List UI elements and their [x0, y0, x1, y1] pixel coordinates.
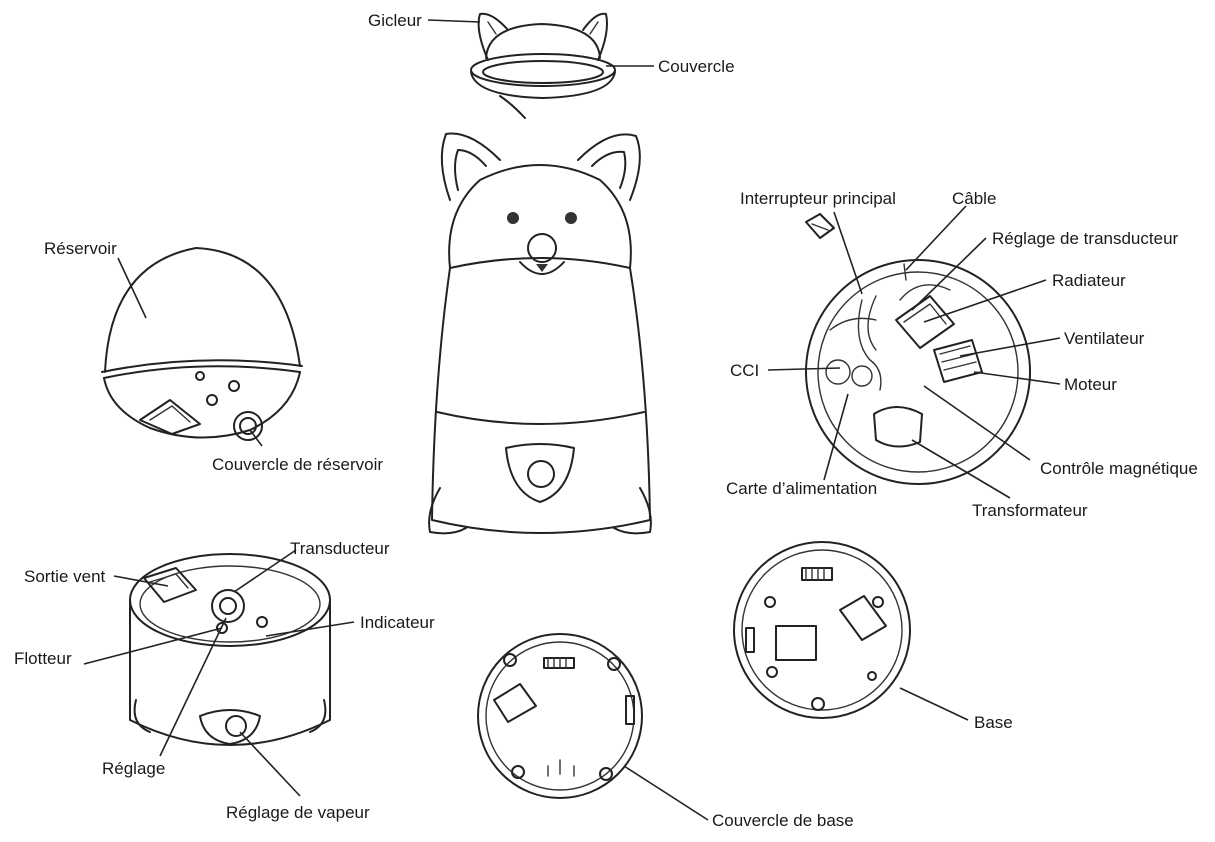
fox-humidifier-body	[428, 132, 652, 535]
label-reservoir: Réservoir	[44, 239, 117, 258]
base-part	[733, 541, 911, 719]
label-base: Base	[974, 713, 1013, 732]
labels: Gicleur Couvercle Interrupteur principal…	[14, 11, 1198, 830]
label-sortie-vent: Sortie vent	[24, 567, 106, 586]
label-cci: CCI	[730, 361, 759, 380]
label-flotteur: Flotteur	[14, 649, 72, 668]
label-moteur: Moteur	[1064, 375, 1117, 394]
label-carte-alimentation: Carte d’alimentation	[726, 479, 877, 498]
label-ventilateur: Ventilateur	[1064, 329, 1145, 348]
label-transducteur: Transducteur	[290, 539, 390, 558]
base-cover-part	[477, 633, 643, 799]
label-reglage: Réglage	[102, 759, 165, 778]
label-radiateur: Radiateur	[1052, 271, 1126, 290]
label-couvercle-base: Couvercle de base	[712, 811, 854, 830]
label-gicleur: Gicleur	[368, 11, 422, 30]
leader-lines	[83, 19, 1061, 821]
base-unit-part	[129, 553, 331, 746]
label-couvercle: Couvercle	[658, 57, 735, 76]
label-reglage-vapeur: Réglage de vapeur	[226, 803, 370, 822]
label-controle-magnetique: Contrôle magnétique	[1040, 459, 1198, 478]
tank-part	[101, 247, 303, 441]
nozzle-lid-part	[470, 12, 616, 119]
label-indicateur: Indicateur	[360, 613, 435, 632]
label-transformateur: Transformateur	[972, 501, 1088, 520]
label-couvercle-reservoir: Couvercle de réservoir	[212, 455, 383, 474]
label-interrupteur-principal: Interrupteur principal	[740, 189, 896, 208]
label-cable: Câble	[952, 189, 996, 208]
label-reglage-transducteur: Réglage de transducteur	[992, 229, 1179, 248]
